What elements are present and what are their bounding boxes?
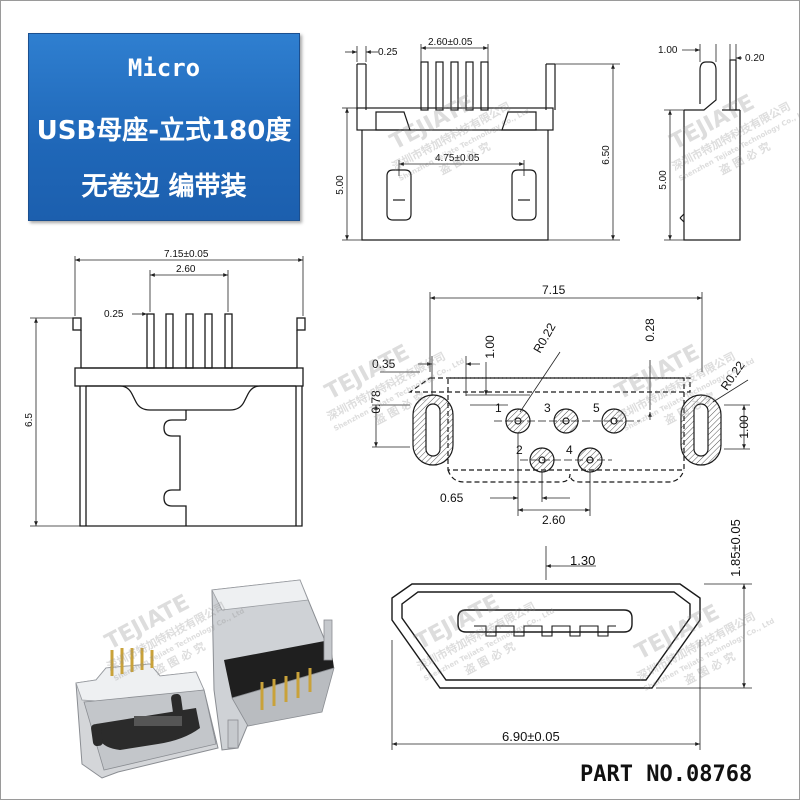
dim-top-650: 6.50	[601, 145, 612, 165]
footprint-slot-left	[412, 394, 454, 466]
footprint-view	[408, 377, 722, 483]
dim-front-pin: 0.25	[104, 309, 124, 320]
banner-line-packing: 无卷边 编带装	[81, 172, 247, 202]
dim-fp-065: 0.65	[440, 491, 464, 505]
dim-top-500: 5.00	[335, 175, 346, 195]
dim-top-pitch: 2.60±0.05	[428, 37, 473, 48]
dim-fp-r022-a: R0.22	[530, 320, 558, 355]
part-number: PART NO.08768	[580, 762, 753, 787]
dim-top-025: 0.25	[378, 47, 398, 58]
dim-fp-078: 0.78	[369, 390, 383, 414]
side-view	[679, 59, 741, 241]
top-flange	[356, 107, 554, 131]
opening-outer-shell	[391, 583, 701, 689]
dim-side-100: 1.00	[658, 45, 678, 56]
dim-fp-100-left: 1.00	[483, 335, 497, 359]
side-tab	[684, 61, 717, 111]
dim-fp-028: 0.28	[643, 318, 657, 342]
footprint-pads	[505, 408, 627, 473]
front-opening	[86, 385, 296, 411]
front-cutline	[163, 419, 187, 526]
footprint-slot-right	[680, 394, 722, 466]
dim-front-pitch: 2.60	[176, 264, 196, 275]
dim-front-width: 7.15±0.05	[164, 249, 209, 260]
dim-front-height: 6.5	[24, 413, 35, 427]
watermarks: TEJIATE 深圳市特加特科技有限公司 Shenzhen Tejiate Te…	[101, 90, 800, 693]
top-body	[361, 130, 549, 241]
front-pins	[146, 313, 233, 369]
dim-open-130: 1.30	[570, 553, 595, 568]
front-tab-right	[296, 317, 306, 331]
dim-top-slot: 4.75±0.05	[435, 153, 480, 164]
title-banner: Micro USB母座-立式180度 无卷边 编带装	[28, 33, 300, 221]
front-flange	[74, 367, 304, 387]
opening-tongue	[457, 609, 633, 633]
front-tab-left	[72, 317, 82, 331]
connector-back-photo	[211, 579, 335, 751]
dim-side-500: 5.00	[658, 170, 669, 190]
pin-label-5: 5	[593, 401, 600, 415]
dim-fp-035: 0.35	[372, 357, 396, 371]
top-slot-left	[386, 169, 412, 221]
top-latch-right	[501, 111, 537, 131]
top-pins	[420, 61, 489, 111]
opening-contacts	[474, 625, 616, 637]
connector-front-photo	[75, 648, 219, 779]
pin-label-1: 1	[495, 401, 502, 415]
dim-fp-width: 7.15	[542, 283, 566, 297]
dim-fp-100-right: 1.00	[737, 415, 751, 439]
dim-open-height: 1.85±0.05	[728, 519, 743, 577]
pin-label-4: 4	[566, 443, 573, 457]
opening-inner-shell	[401, 591, 691, 681]
top-view-dims	[342, 44, 620, 241]
top-latch-left	[375, 111, 411, 131]
top-slot-right	[511, 169, 537, 221]
product-photo	[75, 579, 335, 779]
dim-open-width: 6.90±0.05	[502, 729, 560, 744]
opening-view	[391, 583, 701, 689]
banner-line-usb: USB母座-立式180度	[36, 116, 292, 146]
front-view	[72, 313, 306, 527]
pin-label-3: 3	[544, 401, 551, 415]
pin-label-2: 2	[516, 443, 523, 457]
dim-side-020: 0.20	[745, 53, 765, 64]
banner-line-micro: Micro	[127, 54, 201, 82]
dim-fp-260: 2.60	[542, 513, 566, 527]
